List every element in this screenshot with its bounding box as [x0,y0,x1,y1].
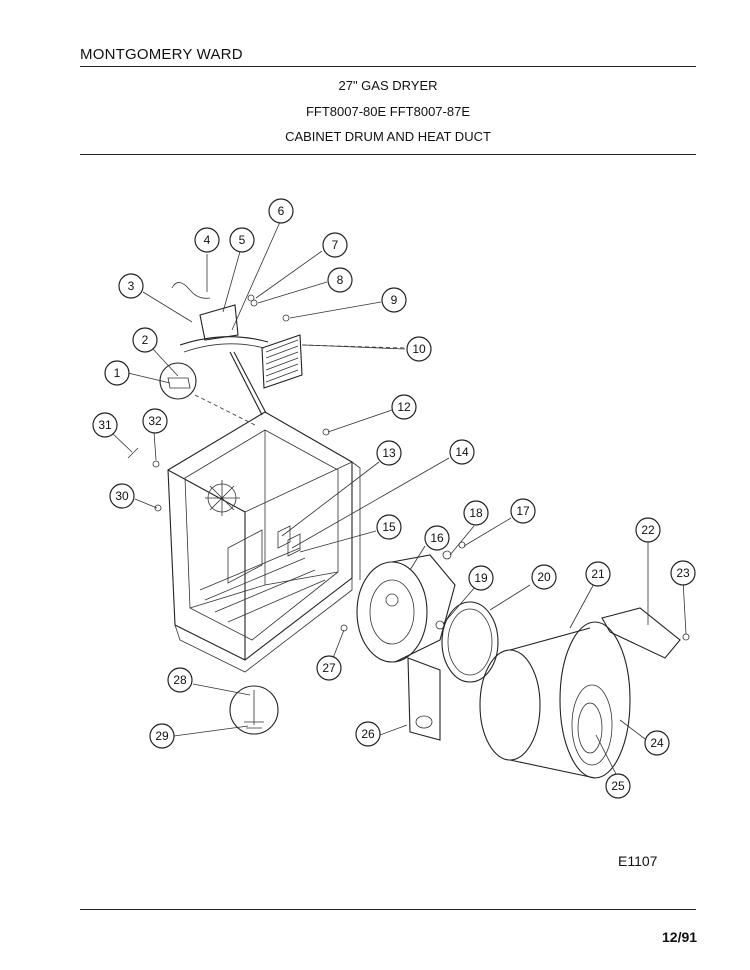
callout-15: 15 [376,514,402,540]
svg-text:18: 18 [469,506,483,520]
svg-text:8: 8 [337,273,344,287]
svg-text:7: 7 [332,238,339,252]
svg-text:3: 3 [128,279,135,293]
header-rule [80,66,696,67]
svg-text:4: 4 [204,233,211,247]
callout-bubbles: 1 2 3 4 5 6 7 8 9 10 12 13 14 15 16 17 1… [92,198,696,799]
svg-text:19: 19 [474,571,488,585]
callout-16: 16 [424,525,450,551]
svg-text:5: 5 [239,233,246,247]
svg-text:24: 24 [650,736,664,750]
part-31-shape [127,447,139,459]
svg-text:21: 21 [591,567,605,581]
revision-date: 12/91 [662,929,698,945]
svg-text:32: 32 [148,414,162,428]
callout-9: 9 [381,287,407,313]
svg-text:15: 15 [382,520,396,534]
svg-text:26: 26 [361,727,375,741]
svg-text:13: 13 [382,446,396,460]
svg-text:6: 6 [278,204,285,218]
svg-text:30: 30 [115,489,129,503]
heat-duct-parts [171,282,406,416]
product-title: 27" GAS DRYER [338,78,438,93]
callout-28: 28 [167,667,193,693]
callout-17: 17 [510,498,536,524]
callout-24: 24 [644,730,670,756]
callout-23: 23 [670,560,696,586]
callout-5: 5 [229,227,255,253]
callout-30: 30 [109,483,135,509]
front-bulkhead [356,554,456,663]
svg-text:1: 1 [114,366,121,380]
header-bottom-rule [80,154,696,155]
callout-14: 14 [449,439,475,465]
detail-circle-1 [159,362,197,400]
footer-rule [80,909,696,910]
callout-1: 1 [104,360,130,386]
callout-4: 4 [194,227,220,253]
callout-3: 3 [118,273,144,299]
svg-text:29: 29 [155,729,169,743]
svg-text:25: 25 [611,779,625,793]
callout-19: 19 [468,565,494,591]
callout-7: 7 [322,232,348,258]
svg-text:27: 27 [322,661,336,675]
svg-text:17: 17 [516,504,530,518]
callout-6: 6 [268,198,294,224]
diagram-code: E1107 [618,853,658,869]
callout-18: 18 [463,500,489,526]
callout-8: 8 [327,267,353,293]
svg-text:2: 2 [142,333,149,347]
exhaust-duct [407,657,441,741]
svg-text:31: 31 [98,418,112,432]
svg-text:28: 28 [173,673,187,687]
brand-name: MONTGOMERY WARD [80,46,243,63]
callout-13: 13 [376,440,402,466]
baffle-part [601,607,681,659]
svg-text:22: 22 [641,523,655,537]
callout-12: 12 [391,394,417,420]
callout-31: 31 [92,412,118,438]
svg-text:23: 23 [676,566,690,580]
drum [479,621,631,779]
svg-text:10: 10 [412,342,426,356]
callout-25: 25 [605,773,631,799]
svg-text:20: 20 [537,570,551,584]
svg-text:9: 9 [391,293,398,307]
callout-32: 32 [142,408,168,434]
leveling-leg [229,685,279,735]
svg-text:12: 12 [397,400,411,414]
callout-26: 26 [355,721,381,747]
callout-2: 2 [132,327,158,353]
svg-text:14: 14 [455,445,469,459]
callout-10: 10 [406,336,432,362]
section-title: CABINET DRUM AND HEAT DUCT [285,129,491,144]
drum-seal [435,601,499,683]
callout-20: 20 [531,564,557,590]
model-numbers: FFT8007-80E FFT8007-87E [305,104,471,119]
callout-29: 29 [149,723,175,749]
svg-text:16: 16 [430,531,444,545]
callout-22: 22 [635,517,661,543]
leader-lines [111,221,687,777]
callout-21: 21 [585,561,611,587]
cabinet-drawing [167,411,361,673]
callout-27: 27 [316,655,342,681]
